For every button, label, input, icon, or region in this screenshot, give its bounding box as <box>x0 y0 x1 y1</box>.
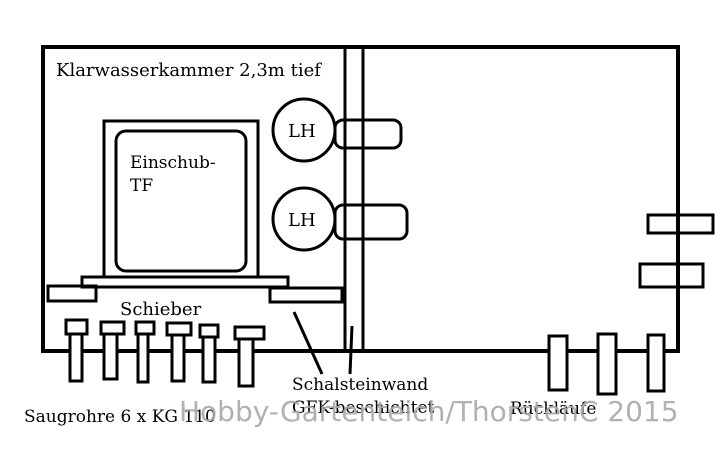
insert-outer-frame <box>102 119 260 279</box>
air-lift-top-label: LH <box>288 121 316 142</box>
right-inlet-top <box>646 213 715 235</box>
return-pipes-label: Rückläufe <box>510 399 596 419</box>
return-pipe-1 <box>547 334 569 392</box>
slide-rail <box>80 275 290 289</box>
chamber-label: Klarwasserkammer 2,3m tief <box>56 60 322 81</box>
suction-head-3 <box>134 320 156 336</box>
suction-head-6 <box>233 325 266 341</box>
slide-label: Schieber <box>120 299 202 320</box>
wall-label-line1: Schalsteinwand <box>292 375 428 395</box>
suction-head-5 <box>198 323 220 339</box>
return-pipe-3 <box>646 333 666 393</box>
slide-right-block <box>268 286 344 304</box>
slide-left-block <box>46 284 98 303</box>
watermark-text: Hobby-Gartenteich/ThorstenC 2015 <box>179 395 679 428</box>
suction-pipe-3 <box>136 332 150 384</box>
suction-pipe-6 <box>237 337 255 388</box>
right-inlet-bottom <box>638 262 705 289</box>
insert-label-line2: TF <box>130 176 153 196</box>
insert-label-line1: Einschub- <box>130 153 216 173</box>
return-pipe-2 <box>596 332 618 396</box>
insert-inner-frame <box>114 129 248 273</box>
suction-pipe-2 <box>102 332 119 381</box>
divider-wall <box>343 45 365 353</box>
suction-pipe-5 <box>201 335 217 384</box>
wall-label-line2: GFK-beschichtet <box>292 398 435 418</box>
suction-pipe-1 <box>68 332 84 383</box>
suction-head-1 <box>64 318 89 336</box>
air-lift-bottom-label: LH <box>288 210 316 231</box>
suction-pipes-label: Saugrohre 6 x KG 110 <box>24 407 216 427</box>
air-lift-bottom-pipe <box>333 203 409 241</box>
wall-pointer-line-2 <box>348 325 354 375</box>
suction-pipe-4 <box>170 333 186 383</box>
air-lift-top-pipe <box>333 118 403 150</box>
wall-pointer-line-1 <box>292 311 324 375</box>
suction-head-4 <box>165 321 193 337</box>
suction-head-2 <box>99 320 126 336</box>
